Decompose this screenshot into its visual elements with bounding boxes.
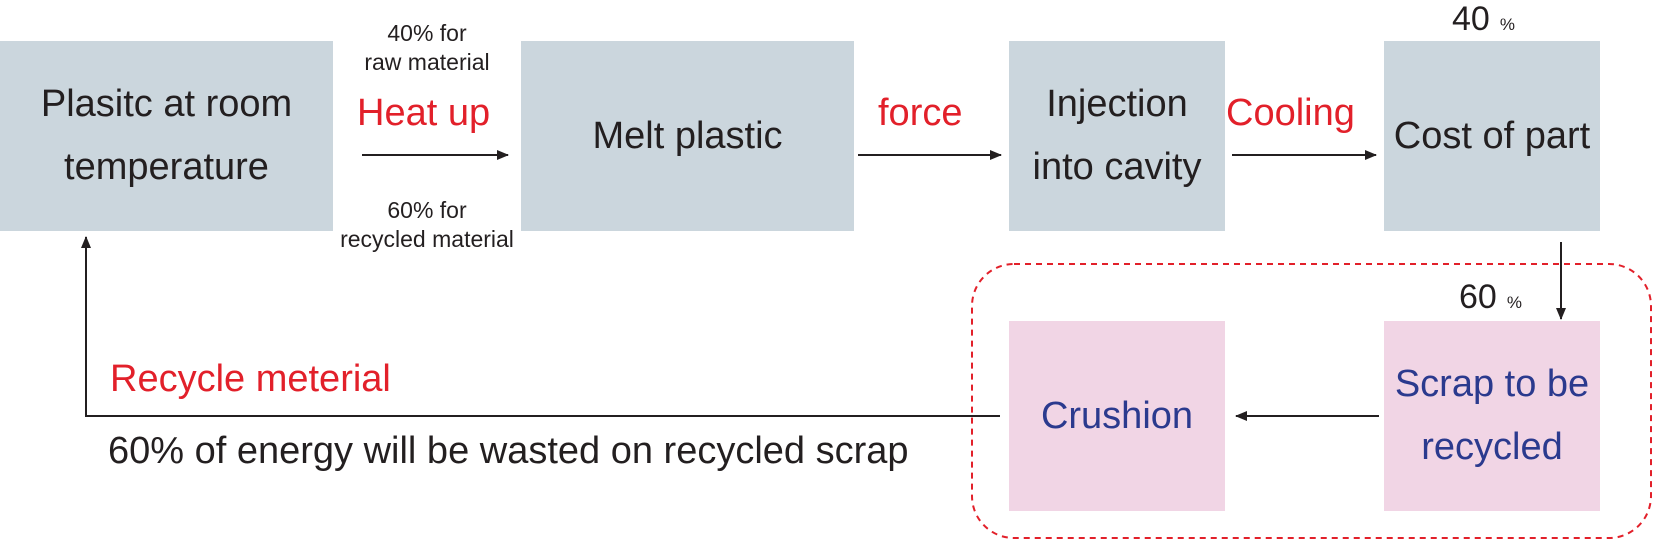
box-injection-line-2: into cavity [1032,146,1202,188]
box-scrap-to-be-recycled: Scrap to be recycled [1384,321,1600,511]
recycle-region-border [971,263,1652,539]
percent-part-value: 40 [1452,0,1490,38]
percent-part: 40% [1452,0,1515,39]
box-crushion: Crushion [1009,321,1225,511]
box-scrap-line-2: recycled [1421,426,1563,468]
note-recycled-material-line-2: recycled material [340,225,514,252]
box-melt-plastic: Melt plastic [521,41,854,231]
step-label-heat-up: Heat up [357,92,491,134]
note-energy-waste: 60% of energy will be wasted on recycled… [108,430,909,472]
arrow-recycle-loop [81,236,1000,417]
percent-scrap: 60% [1459,278,1522,317]
step-label-cooling: Cooling [1226,92,1355,134]
box-melt-plastic-label: Melt plastic [592,114,783,157]
note-recycled-material-line-1: 60% for [387,197,467,223]
box-cost-of-part-label: Cost of part [1393,114,1591,157]
box-cost-of-part: Cost of part [1384,41,1600,231]
note-raw-material-line-2: raw material [364,48,490,75]
percent-part-unit: % [1499,15,1515,34]
step-label-force: force [878,92,963,134]
box-plastic-room-temperature-line-1: Plasitc at room [40,83,293,126]
note-raw-material: 40% for raw material [327,19,527,77]
box-injection-line-1: Injection [1046,83,1188,126]
percent-scrap-unit: % [1506,293,1522,312]
percent-scrap-value: 60 [1459,278,1497,316]
box-crushion-label: Crushion [1040,394,1194,437]
box-plastic-room-temperature-line-2: temperature [64,146,269,188]
box-injection-into-cavity: Injection into cavity [1009,41,1225,231]
box-scrap-line-1: Scrap to be [1394,363,1590,406]
note-raw-material-line-1: 40% for [387,20,467,46]
note-recycled-material: 60% for recycled material [317,196,537,254]
box-plastic-room-temperature: Plasitc at room temperature [0,41,333,231]
step-label-recycle-material: Recycle meterial [110,358,391,400]
